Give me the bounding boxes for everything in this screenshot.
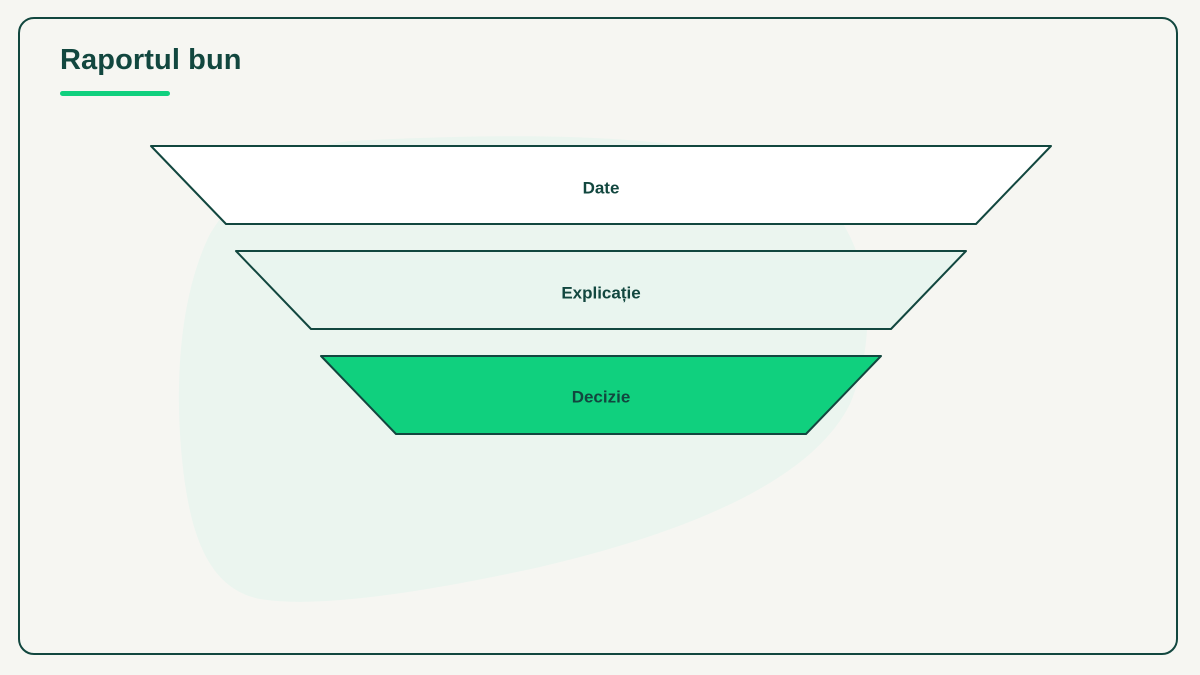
funnel-stage-date-label: Date — [583, 178, 620, 197]
slide-frame: Raportul bun Date Explicație Decizie — [18, 17, 1178, 655]
funnel-stage-explicatie-shape — [235, 250, 967, 330]
funnel-stage-explicatie-label: Explicație — [561, 283, 640, 302]
funnel-stage-decizie-shape — [320, 355, 882, 435]
funnel-stage-decizie-label: Decizie — [572, 387, 631, 406]
funnel-stage-decizie: Decizie — [320, 355, 882, 435]
funnel-stage-date: Date — [150, 145, 1052, 225]
slide-title: Raportul bun — [60, 44, 242, 76]
funnel-diagram: Date Explicație Decizie — [150, 136, 1052, 602]
funnel-stage-date-shape — [150, 145, 1052, 225]
title-underline — [60, 91, 170, 96]
funnel-stage-explicatie: Explicație — [235, 250, 967, 330]
